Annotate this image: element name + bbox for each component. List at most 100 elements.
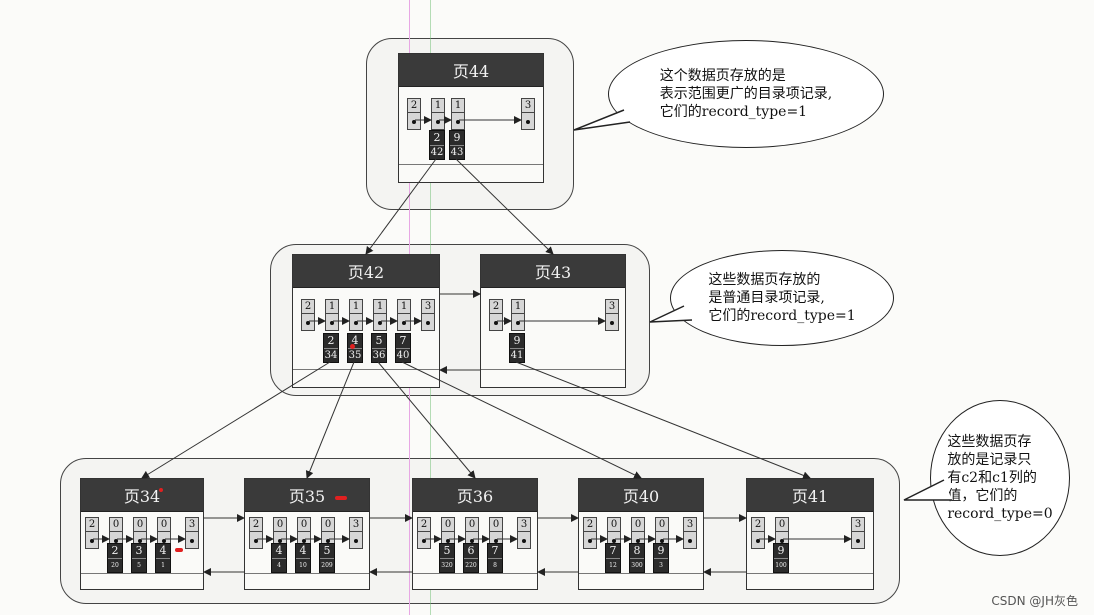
page-header: 页41 xyxy=(747,479,873,512)
record-type: 1 xyxy=(432,99,444,113)
next-record-pointer xyxy=(306,321,310,325)
record-box: 2 xyxy=(583,517,597,549)
record-box: 2 xyxy=(85,517,99,549)
red-annotation-mark xyxy=(175,548,183,552)
record-type: 1 xyxy=(452,99,464,113)
record-type: 1 xyxy=(512,300,524,314)
callout-bubble-top: 这个数据页存放的是 表示范围更广的目录项记录, 它们的record_type=1 xyxy=(608,40,884,148)
record-box: 0 xyxy=(321,517,335,549)
next-record-pointer xyxy=(254,539,258,543)
record-box: 1 xyxy=(397,299,411,331)
next-record-pointer xyxy=(522,539,526,543)
next-record-pointer xyxy=(494,321,498,325)
bubble-tail-top xyxy=(573,109,631,131)
record-box: 3 xyxy=(521,98,535,130)
next-record-pointer xyxy=(436,120,440,124)
next-record-pointer xyxy=(162,539,166,543)
next-record-pointer xyxy=(610,321,614,325)
record-type: 0 xyxy=(490,518,502,532)
next-record-pointer xyxy=(412,120,416,124)
child-page-arrow xyxy=(365,158,437,255)
record-box: 3 xyxy=(851,517,865,549)
callout-bubble-bottom: 这些数据页存 放的是记录只 有c2和c1列的 值，它们的 record_type… xyxy=(930,400,1070,556)
record-type: 3 xyxy=(852,518,864,532)
callout-bubble-middle: 这些数据页存放的 是普通目录项记录, 它们的record_type=1 xyxy=(670,250,894,346)
record-box: 1 xyxy=(511,299,525,331)
page-header: 页40 xyxy=(579,479,703,512)
record-box: 2 xyxy=(417,517,431,549)
record-box: 2 xyxy=(489,299,503,331)
record-box: 0 xyxy=(133,517,147,549)
record-type: 2 xyxy=(408,99,420,113)
next-record-pointer xyxy=(426,321,430,325)
record-box: 3 xyxy=(349,517,363,549)
record-type: 2 xyxy=(584,518,596,532)
record-type: 1 xyxy=(398,300,410,314)
bubble-tail-middle xyxy=(649,305,693,323)
next-record-pointer xyxy=(456,120,460,124)
next-record-pointer xyxy=(190,539,194,543)
record-box: 0 xyxy=(273,517,287,549)
page-header: 页34 xyxy=(81,479,203,512)
record-type: 2 xyxy=(752,518,764,532)
record-type: 0 xyxy=(134,518,146,532)
record-type: 2 xyxy=(302,300,314,314)
next-record-pointer xyxy=(516,321,520,325)
next-record-pointer xyxy=(588,539,592,543)
record-type: 1 xyxy=(374,300,386,314)
child-page-arrow xyxy=(455,158,554,255)
record-type: 3 xyxy=(684,518,696,532)
child-page-arrow xyxy=(305,361,355,479)
record-box: 3 xyxy=(683,517,697,549)
next-record-pointer xyxy=(302,539,306,543)
next-record-pointer xyxy=(780,539,784,543)
record-type: 3 xyxy=(606,300,618,314)
next-record-pointer xyxy=(612,539,616,543)
record-box: 1 xyxy=(431,98,445,130)
next-record-pointer xyxy=(446,539,450,543)
record-box: 1 xyxy=(451,98,465,130)
next-record-pointer xyxy=(278,539,282,543)
next-record-pointer xyxy=(856,539,860,543)
record-type: 0 xyxy=(632,518,644,532)
next-record-pointer xyxy=(526,120,530,124)
record-type: 2 xyxy=(250,518,262,532)
next-record-pointer xyxy=(330,321,334,325)
next-record-pointer xyxy=(688,539,692,543)
record-type: 3 xyxy=(522,99,534,113)
record-box: 2 xyxy=(407,98,421,130)
record-type: 1 xyxy=(350,300,362,314)
page-header: 页35 xyxy=(245,479,369,512)
record-type: 0 xyxy=(158,518,170,532)
record-box: 3 xyxy=(605,299,619,331)
record-type: 3 xyxy=(186,518,198,532)
record-box: 1 xyxy=(373,299,387,331)
child-page-arrow xyxy=(515,361,811,480)
page-header: 页43 xyxy=(481,255,625,288)
record-type: 3 xyxy=(350,518,362,532)
next-record-pointer xyxy=(138,539,142,543)
watermark: CSDN @JH灰色 xyxy=(991,594,1078,608)
record-box: 0 xyxy=(655,517,669,549)
record-type: 2 xyxy=(418,518,430,532)
red-annotation-mark xyxy=(350,344,355,349)
page-header: 页42 xyxy=(293,255,439,288)
record-type: 0 xyxy=(298,518,310,532)
record-box: 1 xyxy=(349,299,363,331)
